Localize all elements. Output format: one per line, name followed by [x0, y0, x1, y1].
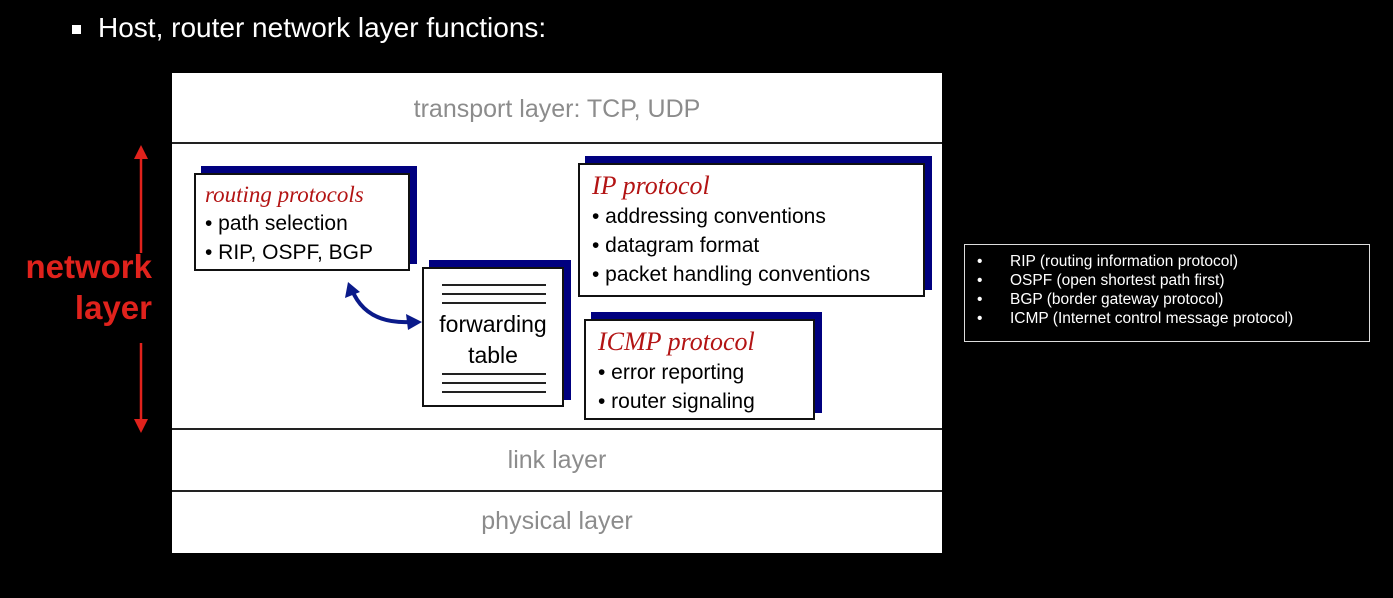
table-line — [442, 293, 546, 295]
legend-item-text: BGP (border gateway protocol) — [1010, 291, 1224, 308]
legend-bullet: • — [977, 272, 983, 289]
ip-protocol-title: IP protocol — [592, 171, 710, 200]
table-line — [442, 373, 546, 375]
forwarding-table-box: forwarding table — [422, 267, 564, 407]
network-layer-label: network layer — [0, 246, 152, 328]
ip-item: • datagram format — [592, 234, 760, 257]
legend-bullet: • — [977, 310, 983, 327]
transport-layer-label: transport layer: TCP, UDP — [413, 95, 701, 123]
legend-item-text: OSPF (open shortest path first) — [1010, 272, 1225, 289]
legend-item: • BGP (border gateway protocol) — [977, 290, 1369, 309]
routing-protocols-box: routing protocols • path selection • RIP… — [194, 173, 410, 271]
heading-text: Host, router network layer functions: — [98, 12, 547, 43]
legend-item-text: RIP (routing information protocol) — [1010, 253, 1239, 270]
legend-bullet: • — [977, 253, 983, 270]
legend-item-text: ICMP (Internet control message protocol) — [1010, 310, 1294, 327]
legend-bullet: • — [977, 291, 983, 308]
icmp-protocol-box: ICMP protocol • error reporting • router… — [584, 319, 815, 420]
curved-double-arrow-icon — [345, 282, 422, 330]
routing-item: • path selection — [205, 212, 348, 235]
divider-line — [172, 428, 942, 430]
bullet-square-icon — [72, 24, 81, 34]
icmp-protocol-title: ICMP protocol — [598, 327, 755, 356]
forwarding-table-label: forwarding table — [424, 309, 562, 371]
forwarding-table-line2: table — [468, 342, 518, 368]
table-line — [442, 382, 546, 384]
link-layer-label: link layer — [507, 446, 607, 474]
network-layer-label-line2: layer — [74, 289, 152, 326]
ip-protocol-box: IP protocol • addressing conventions • d… — [578, 163, 925, 297]
icmp-item: • error reporting — [598, 361, 745, 384]
network-layer-label-line1: network — [25, 248, 152, 285]
layer-diagram: transport layer: TCP, UDP routing protoc… — [172, 73, 942, 553]
routing-protocols-title: routing protocols — [205, 182, 364, 207]
table-line — [442, 284, 546, 286]
table-line — [442, 391, 546, 393]
ip-item: • addressing conventions — [592, 205, 826, 228]
legend-item: • RIP (routing information protocol) — [977, 252, 1369, 271]
divider-line — [172, 490, 942, 492]
acronym-legend: • RIP (routing information protocol) • OSP… — [964, 244, 1370, 342]
physical-layer-label: physical layer — [481, 507, 633, 535]
divider-line — [172, 142, 942, 144]
routing-item: • RIP, OSPF, BGP — [205, 241, 374, 264]
legend-item: • OSPF (open shortest path first) — [977, 271, 1369, 290]
vertical-double-arrow-icon — [134, 145, 148, 433]
forwarding-table-line1: forwarding — [439, 311, 547, 337]
icmp-item: • router signaling — [598, 390, 755, 413]
legend-item: • ICMP (Internet control message protocol… — [977, 309, 1369, 328]
ip-item: • packet handling conventions — [592, 263, 871, 286]
slide-heading: Host, router network layer functions: — [72, 12, 546, 44]
table-line — [442, 302, 546, 304]
